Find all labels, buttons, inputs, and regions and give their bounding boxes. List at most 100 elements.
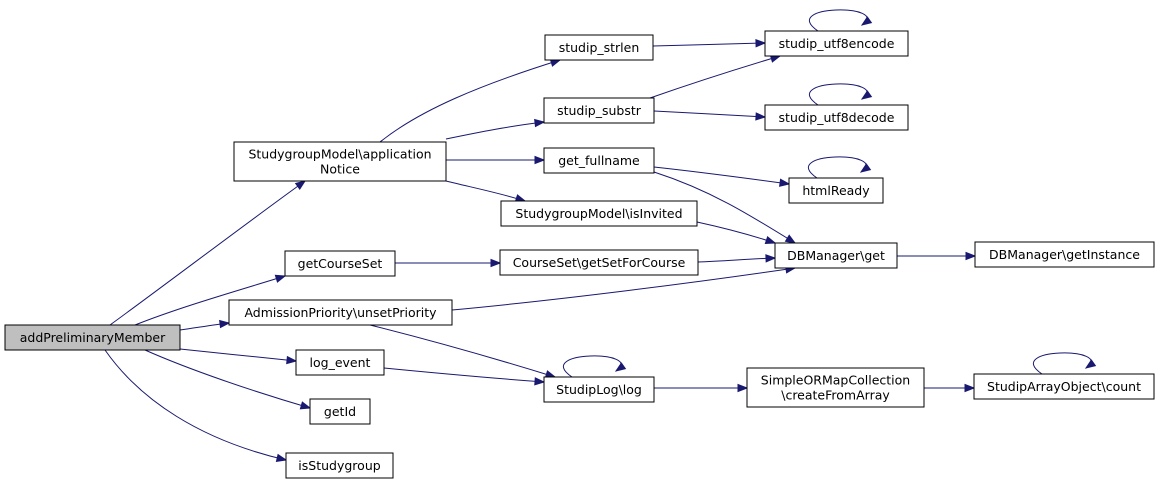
arrowhead (765, 254, 777, 263)
call-edge-get-fullname-to-html-ready (653, 166, 791, 187)
node-label: isStudygroup (298, 458, 380, 473)
node-box (746, 367, 925, 408)
node-studip-utf8encode[interactable]: studip_utf8encode (764, 30, 909, 57)
edge-line (653, 171, 796, 244)
arrowhead (784, 234, 797, 244)
call-edge-studip-strlen-to-studip-utf8encode (652, 39, 767, 48)
edge-line (144, 349, 311, 409)
edge-line (445, 121, 545, 140)
edge-line (563, 355, 622, 378)
arrowhead (614, 362, 627, 372)
edge-line (104, 349, 287, 461)
node-studip-strlen[interactable]: studip_strlen (544, 34, 654, 61)
self-call-edge-studip-utf8encode (809, 9, 873, 32)
node-label: log_event (310, 355, 371, 370)
edge-line (369, 324, 556, 378)
arrowhead (965, 251, 977, 261)
call-edge-add-preliminary-member-to-is-studygroup (104, 349, 288, 462)
arrowhead (764, 235, 777, 245)
arrowhead (755, 112, 767, 121)
node-get-fullname[interactable]: get_fullname (543, 147, 655, 174)
node-log-event[interactable]: log_event (295, 349, 385, 376)
edge-line (649, 55, 781, 99)
arrowhead (299, 401, 312, 410)
node-is-invited[interactable]: StudygroupModel\isInvited (500, 200, 698, 227)
node-is-studygroup[interactable]: isStudygroup (285, 452, 394, 479)
arrowhead (275, 453, 288, 462)
call-edge-add-preliminary-member-to-application-notice (109, 180, 307, 326)
arrowhead (286, 355, 298, 365)
edge-line (379, 59, 561, 143)
arrowhead (534, 118, 546, 128)
edge-line (809, 9, 868, 32)
call-edge-studip-log-to-create-from-array (653, 383, 749, 393)
edge-line (1033, 352, 1092, 375)
node-box (4, 324, 181, 351)
node-label: addPreliminaryMember (20, 330, 166, 345)
node-create-from-array[interactable]: SimpleORMapCollection\createFromArray (746, 367, 925, 408)
self-call-edge-array-count (1033, 352, 1097, 375)
node-label: \createFromArray (781, 388, 890, 403)
node-label: StudipArrayObject\count (987, 379, 1141, 394)
node-label: studip_strlen (559, 40, 640, 55)
node-studip-substr[interactable]: studip_substr (543, 97, 655, 124)
call-edge-application-notice-to-get-fullname (445, 155, 546, 165)
self-call-edge-studip-log (563, 355, 627, 378)
node-box (973, 373, 1155, 400)
node-studip-utf8decode[interactable]: studip_utf8decode (764, 104, 909, 131)
node-label: StudygroupModel\isInvited (515, 206, 682, 221)
arrowhead (779, 178, 791, 187)
node-box (543, 147, 655, 174)
node-label: AdmissionPriority\unsetPriority (244, 305, 437, 320)
call-edge-get-course-set-to-get-set-for-course (395, 258, 502, 268)
call-edge-create-from-array-to-array-count (923, 383, 976, 393)
node-box (295, 349, 385, 376)
arrowhead (859, 163, 872, 173)
call-edge-studip-substr-to-studip-utf8encode (649, 54, 782, 99)
node-get-course-set[interactable]: getCourseSet (284, 250, 396, 277)
call-edge-application-notice-to-studip-strlen (379, 58, 562, 143)
node-add-preliminary-member[interactable]: addPreliminaryMember (4, 324, 181, 351)
node-box (233, 141, 447, 182)
node-box (543, 97, 655, 124)
call-edge-add-preliminary-member-to-get-course-set (134, 274, 287, 326)
node-box (788, 177, 884, 204)
edge-line (696, 221, 776, 244)
node-label: getCourseSet (298, 256, 383, 271)
node-get-id[interactable]: getId (309, 398, 371, 425)
call-graph-edges (104, 9, 1097, 462)
node-get-set-for-course[interactable]: CourseSet\getSetForCourse (499, 249, 699, 276)
call-edge-log-event-to-studip-log (383, 367, 546, 386)
arrowhead (274, 274, 287, 283)
edge-line (652, 42, 766, 47)
arrowhead (534, 155, 546, 165)
arrowhead (755, 39, 767, 48)
edge-line (809, 83, 868, 106)
edge-line (179, 348, 297, 362)
node-unset-priority[interactable]: AdmissionPriority\unsetPriority (228, 299, 453, 326)
edge-line (134, 275, 286, 326)
edge-line (451, 267, 796, 311)
call-edge-application-notice-to-is-invited (445, 180, 527, 203)
node-box (764, 104, 909, 131)
node-array-count[interactable]: StudipArrayObject\count (973, 373, 1155, 400)
arrowhead (534, 377, 546, 386)
arrowhead (860, 16, 873, 26)
arrowhead (490, 258, 502, 268)
node-label: htmlReady (802, 183, 870, 198)
node-box (543, 376, 655, 403)
call-edge-dbmanager-get-to-dbmanager-get-instance (896, 251, 977, 261)
node-html-ready[interactable]: htmlReady (788, 177, 884, 204)
node-box (544, 34, 654, 61)
node-box (309, 398, 371, 425)
node-label: CourseSet\getSetForCourse (513, 255, 686, 270)
node-dbmanager-get-instance[interactable]: DBManager\getInstance (974, 241, 1155, 268)
call-edge-get-set-for-course-to-dbmanager-get (697, 254, 777, 263)
node-label: studip_utf8decode (779, 110, 895, 125)
node-studip-log[interactable]: StudipLog\log (543, 376, 655, 403)
node-box (285, 452, 394, 479)
node-dbmanager-get[interactable]: DBManager\get (774, 242, 898, 269)
node-box (284, 250, 396, 277)
